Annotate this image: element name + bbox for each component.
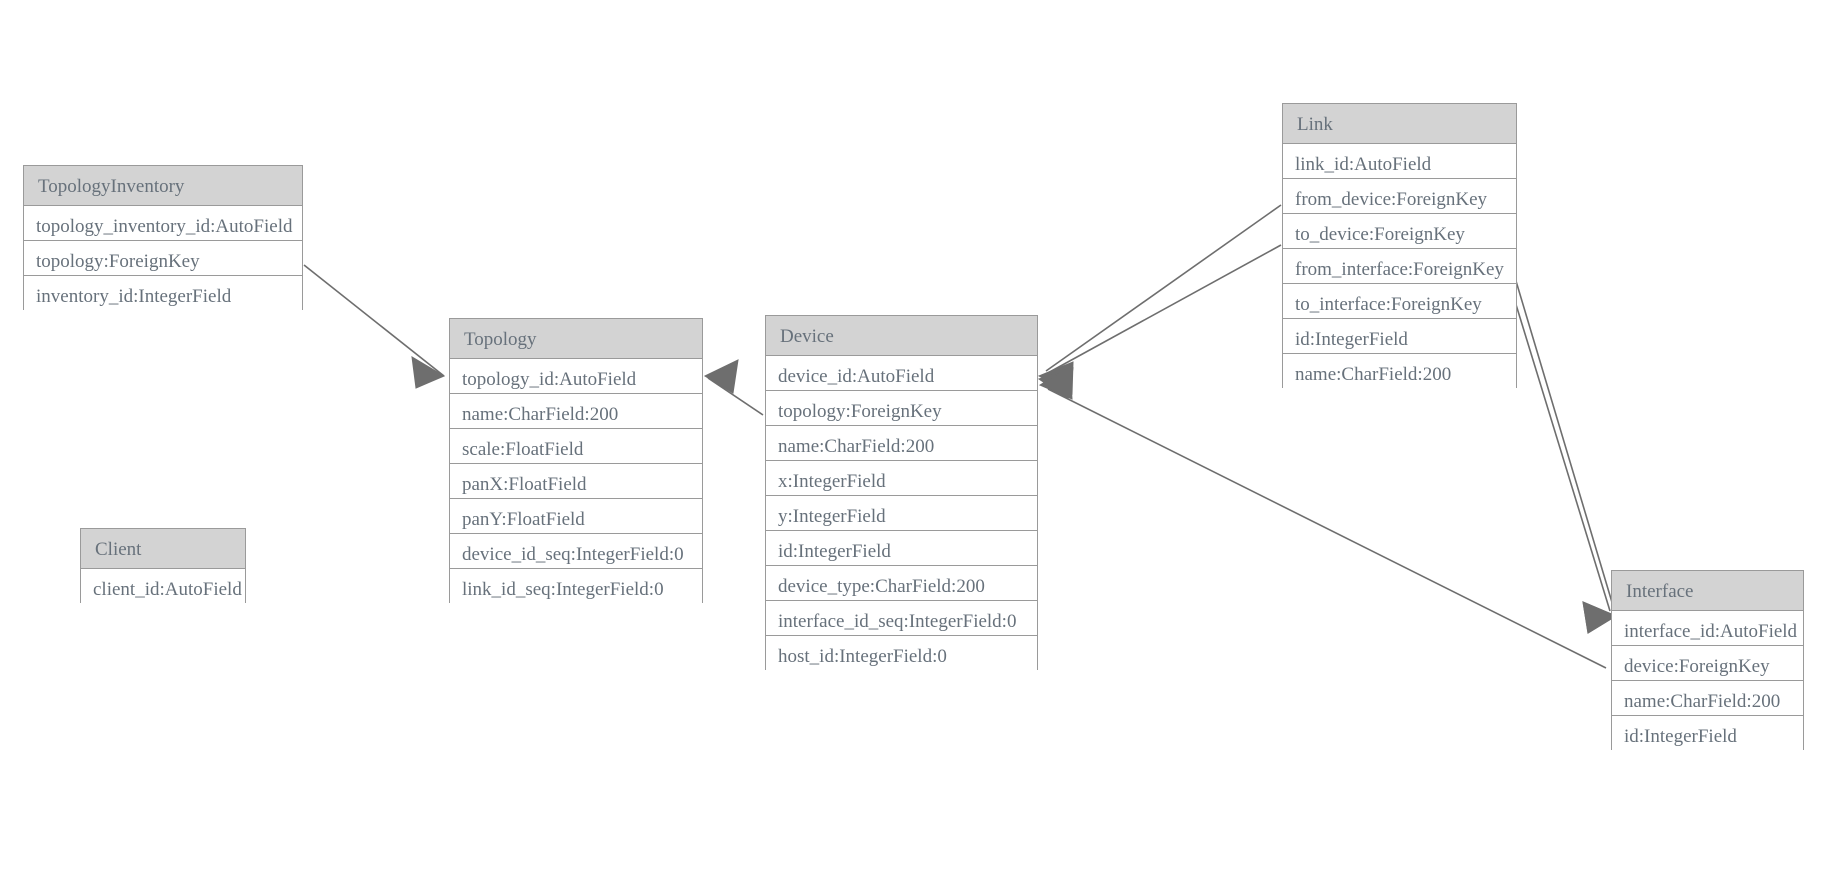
relationship-device-topology — [703, 359, 764, 416]
entity-field-row: id:IntegerField — [1283, 319, 1516, 354]
entity-field-row: y:IntegerField — [766, 496, 1037, 531]
entity-field-row: id:IntegerField — [1612, 716, 1803, 751]
relationship-topologyinventory-topology — [303, 264, 446, 389]
entity-title-link: Link — [1283, 104, 1516, 144]
entity-field-row: to_interface:ForeignKey — [1283, 284, 1516, 319]
entity-title-device: Device — [766, 316, 1037, 356]
arrowhead-icon — [1037, 367, 1074, 400]
relationship-link-tointerface-interface — [1509, 284, 1618, 634]
entity-field-row: topology:ForeignKey — [766, 391, 1037, 426]
arrowhead-icon — [1038, 366, 1073, 400]
entity-field-row: from_device:ForeignKey — [1283, 179, 1516, 214]
entity-field-row: interface_id:AutoField — [1612, 611, 1803, 646]
entity-field-row: device_id_seq:IntegerField:0 — [450, 534, 702, 569]
entity-field-row: name:CharField:200 — [1612, 681, 1803, 716]
arrowhead-icon — [1037, 361, 1074, 395]
entity-field-row: panY:FloatField — [450, 499, 702, 534]
relationship-interface-device-device — [1038, 366, 1607, 669]
entity-field-row: topology_inventory_id:AutoField — [24, 206, 302, 241]
entity-field-row: topology:ForeignKey — [24, 241, 302, 276]
entity-field-row: topology_id:AutoField — [450, 359, 702, 394]
relationship-line — [1509, 284, 1611, 612]
entity-field-row: from_interface:ForeignKey — [1283, 249, 1516, 284]
entity-field-row: name:CharField:200 — [450, 394, 702, 429]
entity-field-row: link_id_seq:IntegerField:0 — [450, 569, 702, 604]
entity-field-row: to_device:ForeignKey — [1283, 214, 1516, 249]
entity-field-row: device:ForeignKey — [1612, 646, 1803, 681]
relationship-link-fromdevice-device — [1037, 204, 1282, 395]
relationship-link-frominterface-interface — [1515, 280, 1618, 634]
relationship-line — [1515, 280, 1615, 610]
entity-field-row: id:IntegerField — [766, 531, 1037, 566]
entity-field-row: inventory_id:IntegerField — [24, 276, 302, 311]
entity-field-row: scale:FloatField — [450, 429, 702, 464]
relationship-line — [1045, 244, 1282, 375]
entity-title-topology_inventory: TopologyInventory — [24, 166, 302, 206]
entity-field-row: panX:FloatField — [450, 464, 702, 499]
entity-field-row: device_type:CharField:200 — [766, 566, 1037, 601]
entity-field-row: link_id:AutoField — [1283, 144, 1516, 179]
entity-field-row: name:CharField:200 — [1283, 354, 1516, 389]
entity-field-row: interface_id_seq:IntegerField:0 — [766, 601, 1037, 636]
entity-title-topology: Topology — [450, 319, 702, 359]
arrowhead-icon — [411, 356, 446, 389]
entity-field-row: name:CharField:200 — [766, 426, 1037, 461]
entity-field-row: host_id:IntegerField:0 — [766, 636, 1037, 671]
entity-field-row: client_id:AutoField — [81, 569, 245, 604]
relationship-line — [303, 264, 445, 377]
entity-title-interface: Interface — [1612, 571, 1803, 611]
entity-field-row: device_id:AutoField — [766, 356, 1037, 391]
relationship-line — [1047, 388, 1607, 669]
arrowhead-icon — [703, 359, 739, 394]
relationship-line — [1045, 204, 1282, 372]
entity-title-client: Client — [81, 529, 245, 569]
relationship-link-todevice-device — [1037, 244, 1282, 400]
entity-field-row: x:IntegerField — [766, 461, 1037, 496]
relationship-line — [707, 377, 764, 416]
